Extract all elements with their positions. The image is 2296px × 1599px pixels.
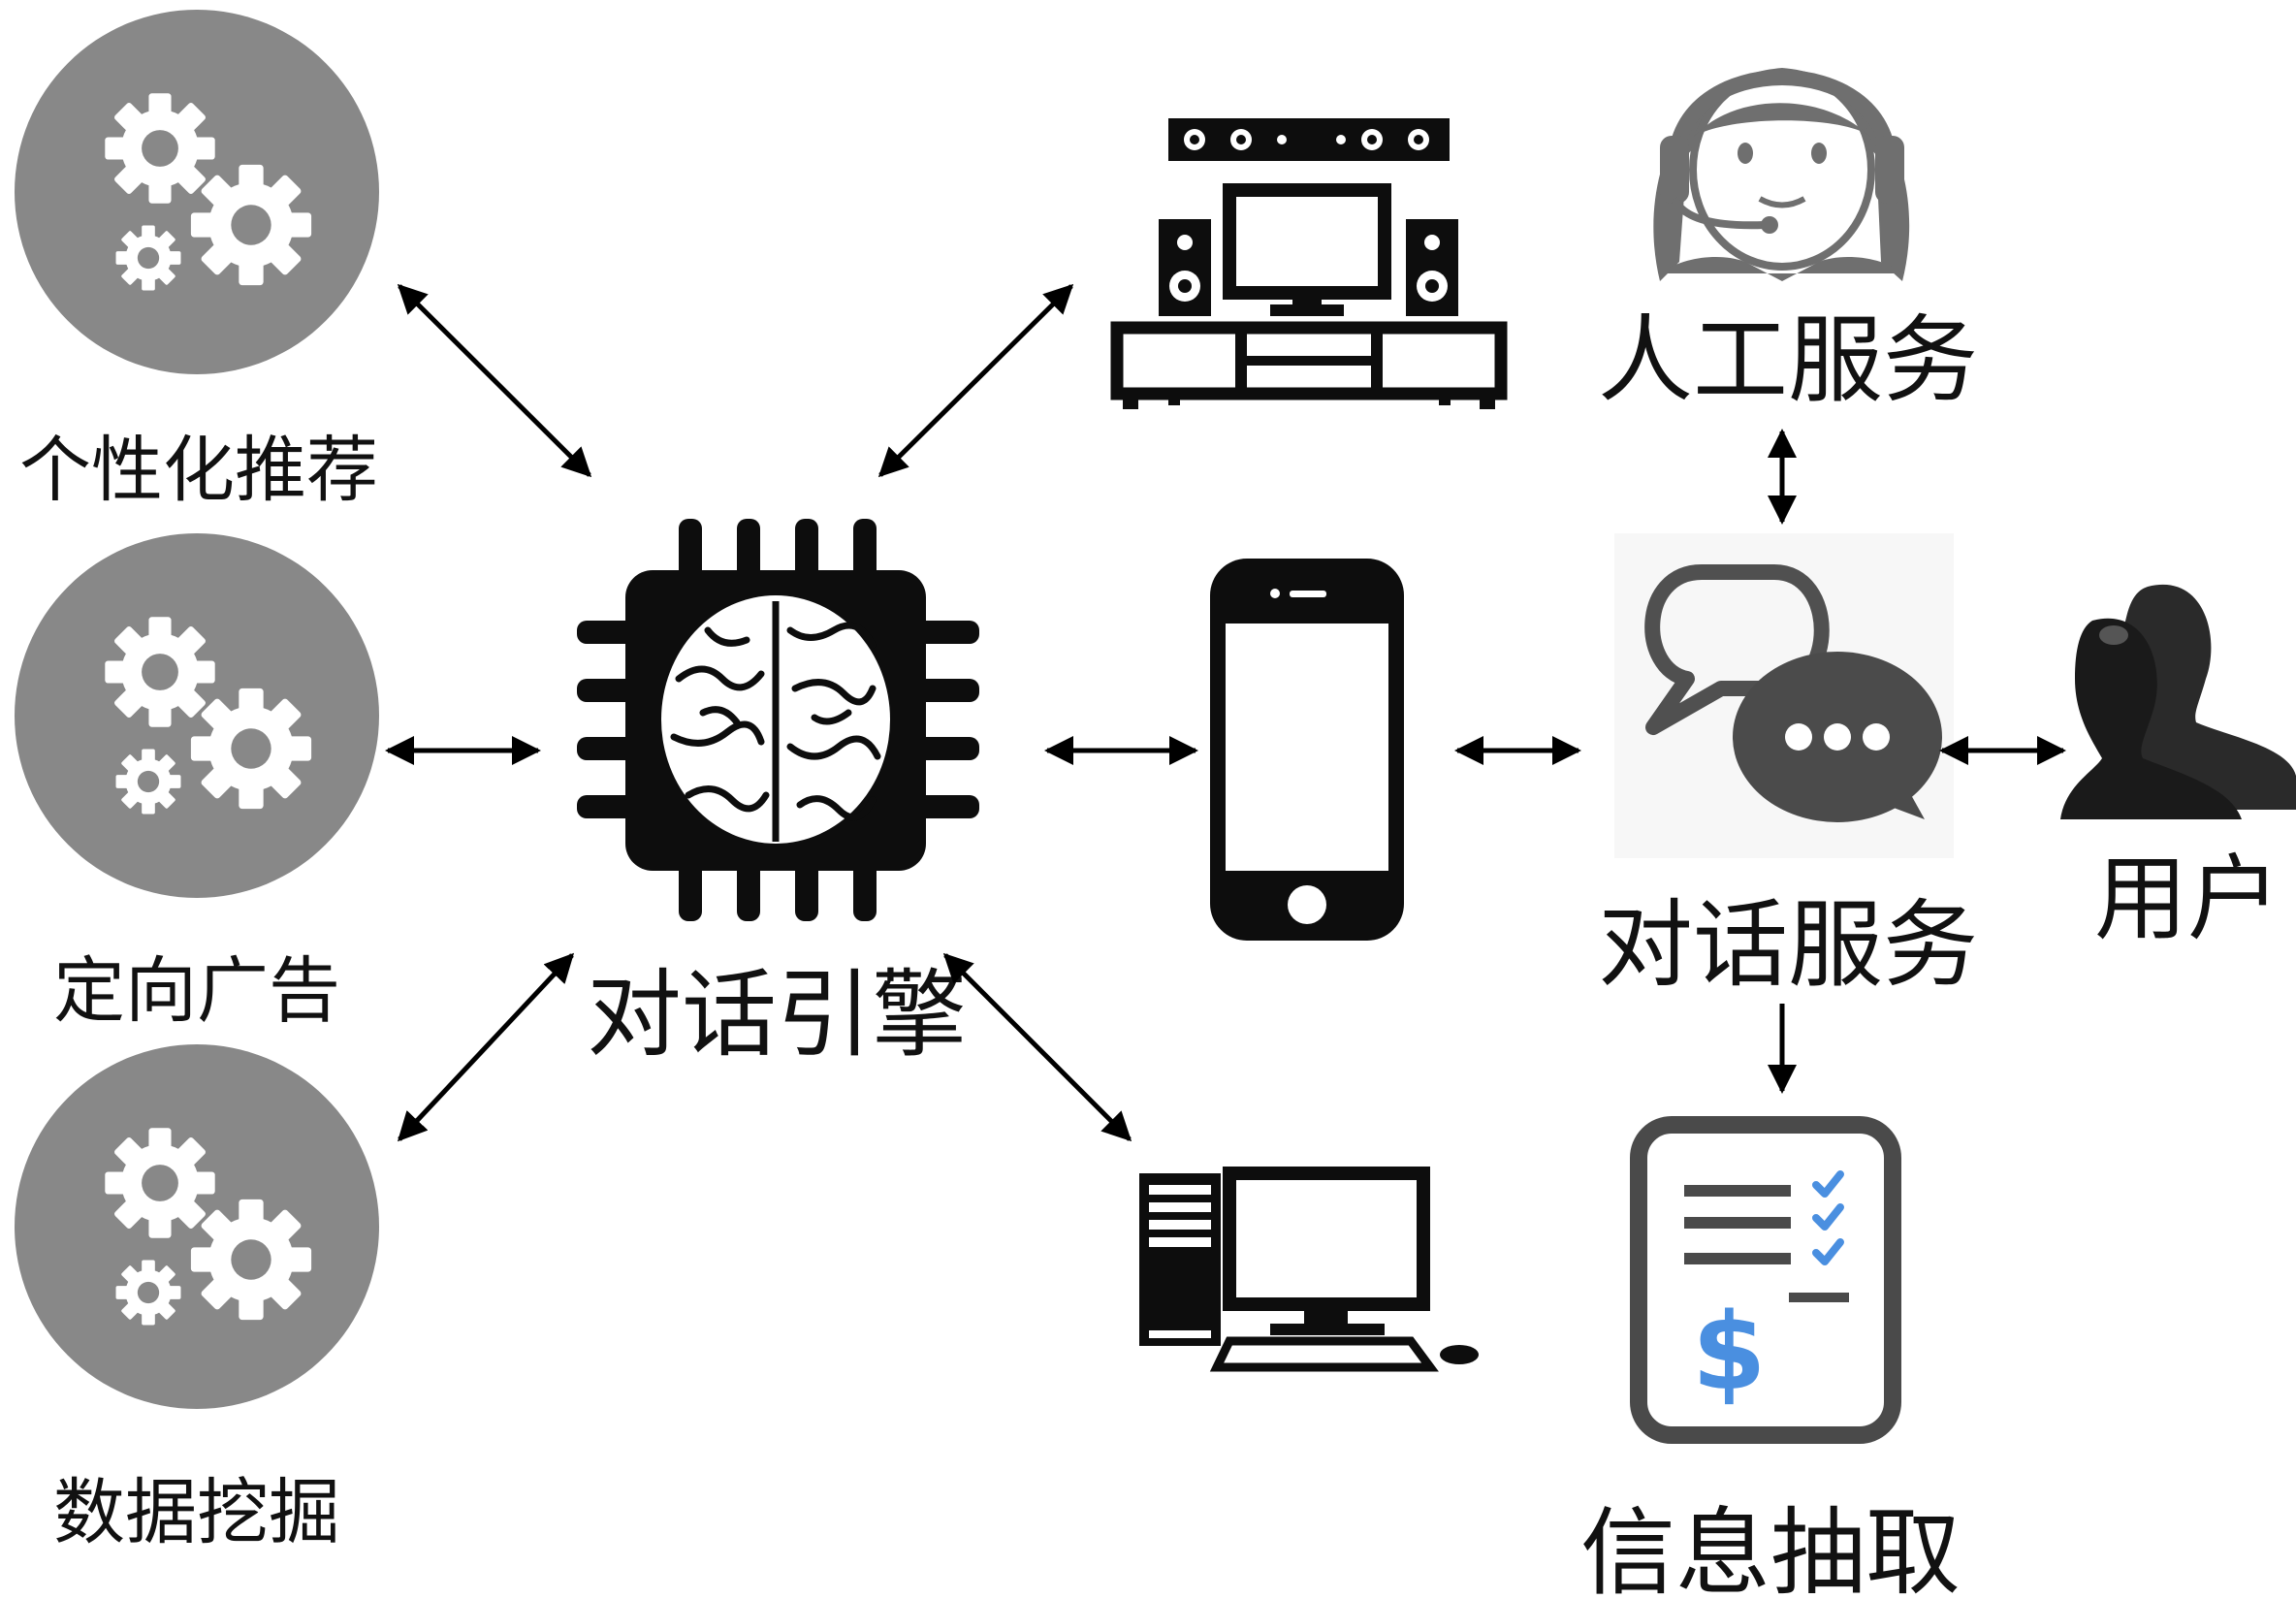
dollar-icon: $ [1692, 1290, 1767, 1414]
chat-bubbles-icon [1614, 533, 1954, 858]
gears-icon-personalized [15, 10, 379, 374]
label-user: 用户 [2094, 845, 2280, 953]
headset-agent-icon [1653, 68, 1910, 281]
arrow-personalized-engine [397, 283, 592, 478]
smartphone-icon [1210, 559, 1404, 941]
arrow-mining-engine [397, 952, 575, 1142]
invoice-checklist-icon: $ [1630, 1116, 1901, 1444]
arrow-engine-theater [877, 283, 1074, 478]
label-dialog-service: 对话服务 [1598, 890, 1978, 1001]
label-info-extraction: 信息抽取 [1580, 1498, 1961, 1599]
gears-icon-data-mining [15, 1044, 379, 1409]
label-data-mining: 数据挖掘 [53, 1471, 340, 1554]
home-theater-icon [1110, 118, 1508, 409]
label-human-service: 人工服务 [1598, 305, 1978, 416]
arrow-engine-desktop [942, 952, 1132, 1142]
label-engine: 对话引擎 [587, 960, 967, 1071]
gears-icon-targeted-ads [15, 533, 379, 898]
connector-arrows [385, 283, 2066, 1142]
label-personalized: 个性化推荐 [19, 429, 378, 512]
users-icon [2060, 584, 2296, 819]
desktop-computer-icon [1139, 1167, 1479, 1372]
label-targeted-ads: 定向广告 [53, 949, 340, 1033]
brain-chip-icon [577, 519, 979, 921]
